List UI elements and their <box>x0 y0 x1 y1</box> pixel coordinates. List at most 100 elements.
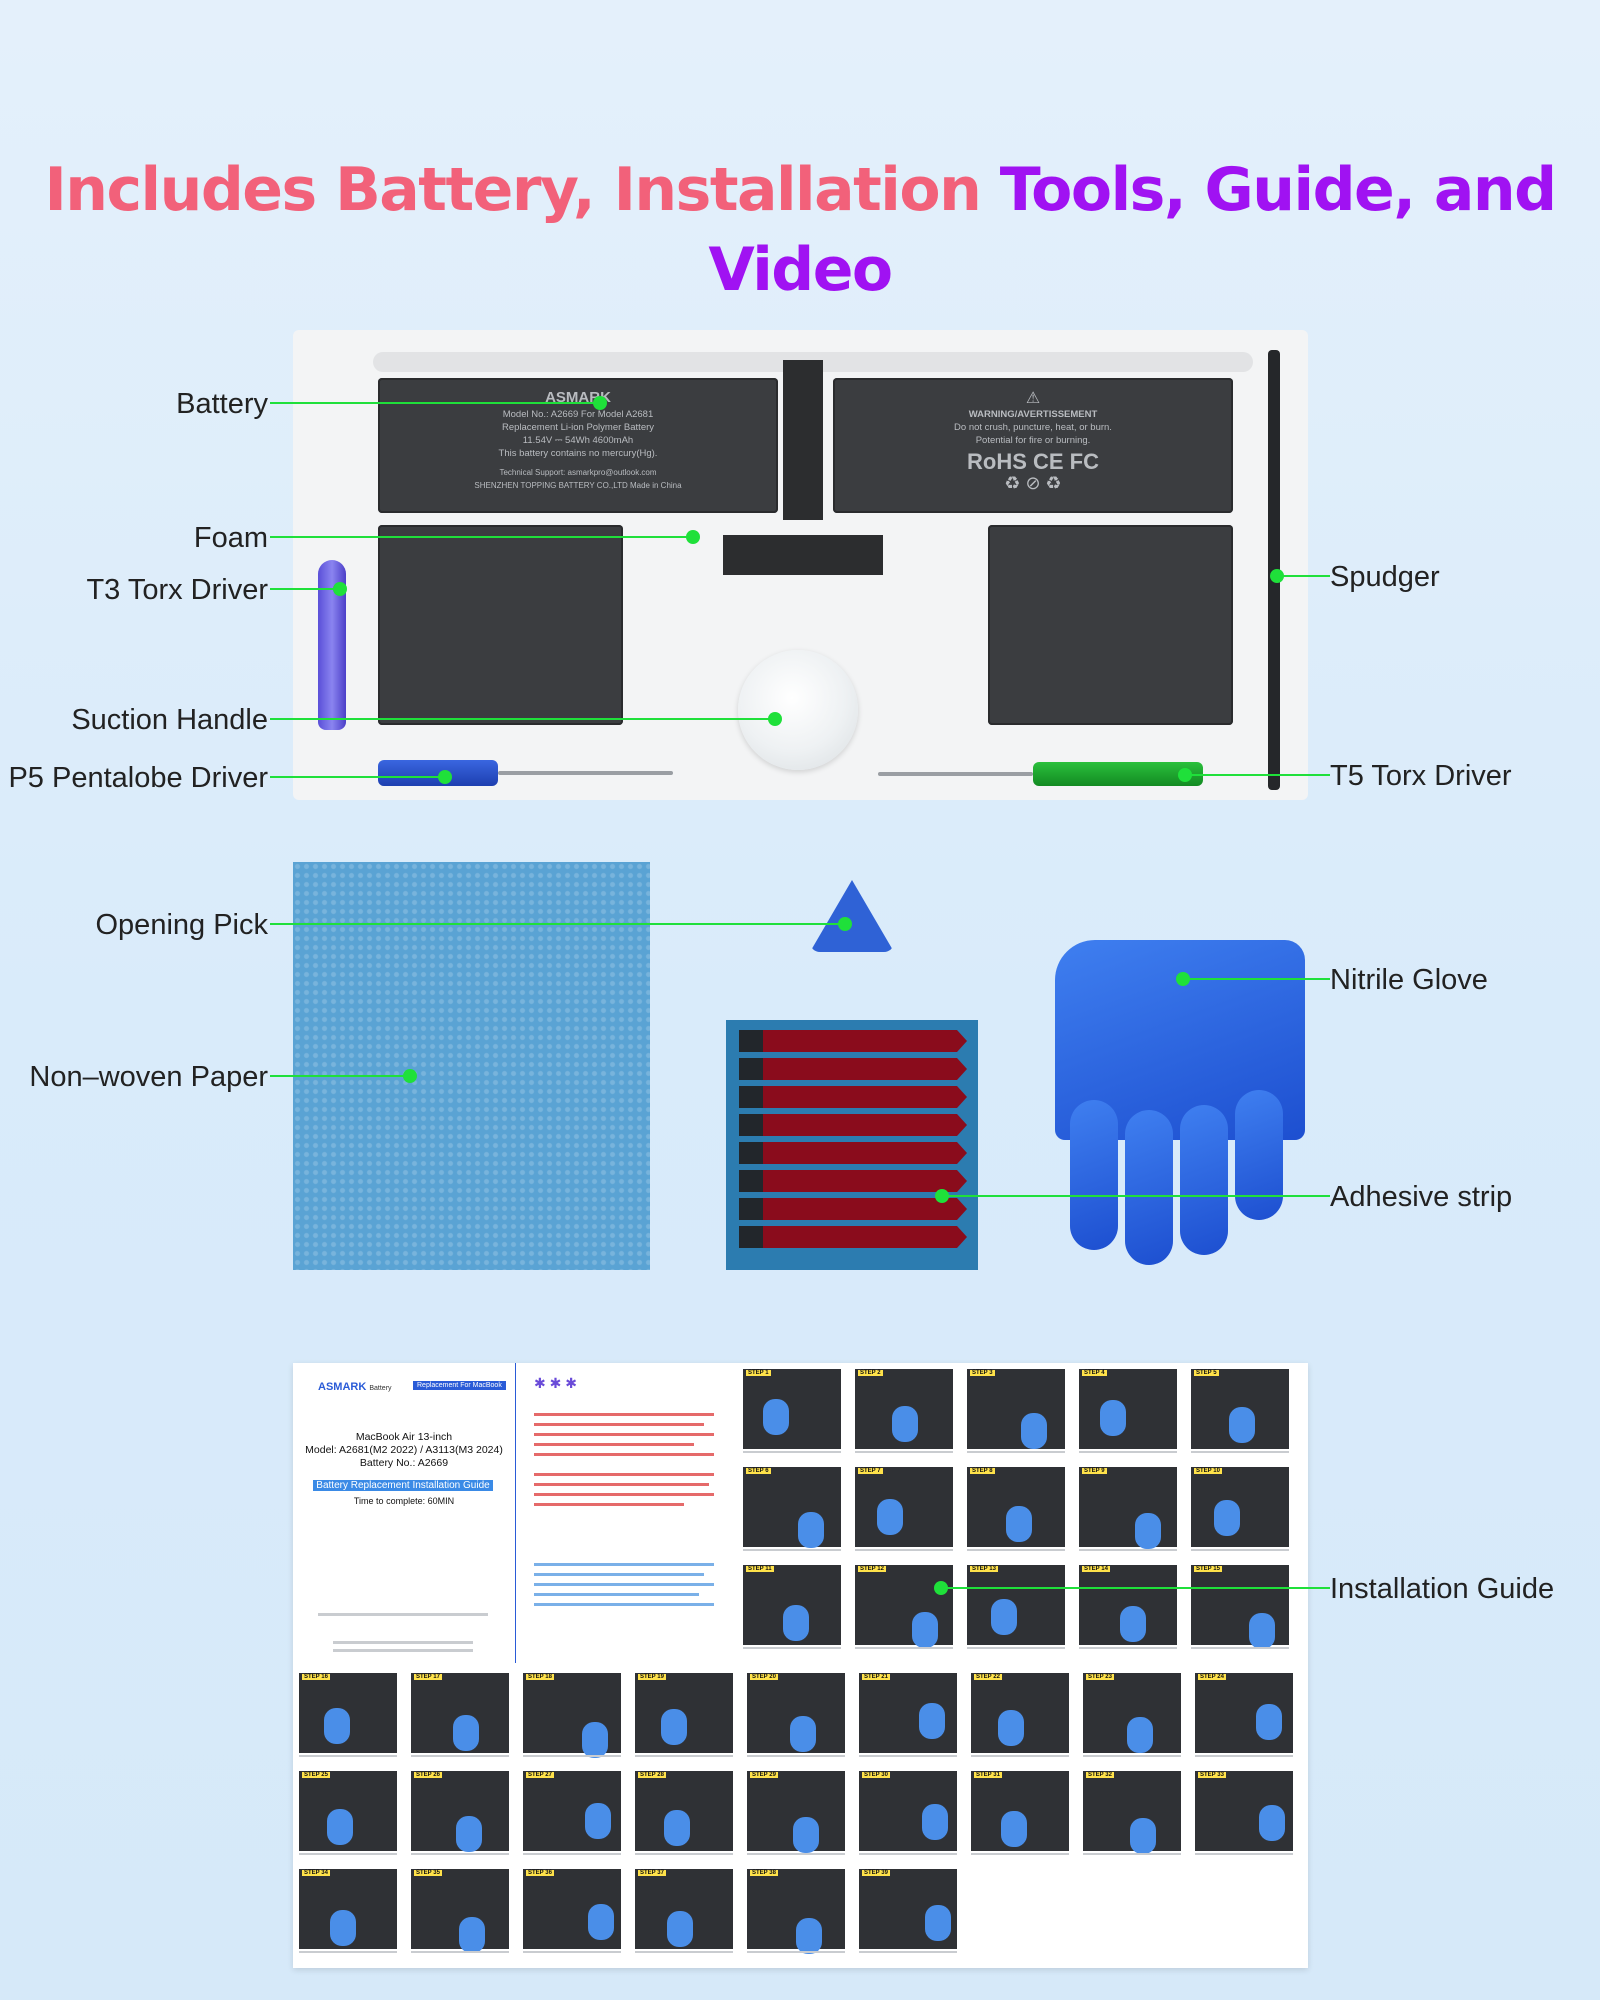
step-caption-line <box>1191 1451 1289 1453</box>
strip-tab <box>739 1226 763 1248</box>
guide-step-thumbnail: STEP 16 <box>299 1673 397 1757</box>
guide-step-thumbnail: STEP 21 <box>859 1673 957 1757</box>
strip-tip <box>957 1030 967 1052</box>
guide-text-line <box>333 1641 473 1644</box>
gloved-hand <box>585 1803 611 1839</box>
guide-step-thumbnail: STEP 23 <box>1083 1673 1181 1757</box>
adhesive-strip <box>739 1086 957 1108</box>
non-woven-paper <box>293 862 650 1270</box>
step-label: STEP 6 <box>746 1468 771 1474</box>
guide-step-thumbnail: STEP 27 <box>523 1771 621 1855</box>
guide-step-thumbnail: STEP 29 <box>747 1771 845 1855</box>
guide-step-thumbnail: STEP 26 <box>411 1771 509 1855</box>
step-caption-line <box>747 1951 845 1953</box>
leader-dot <box>934 1581 948 1595</box>
step-caption-line <box>967 1647 1065 1649</box>
guide-step-thumbnail: STEP 31 <box>971 1771 1069 1855</box>
step-caption-line <box>1083 1853 1181 1855</box>
guide-step-thumbnail: STEP 8 <box>967 1467 1065 1551</box>
step-label: STEP 1 <box>746 1370 771 1376</box>
guide-text-line <box>333 1649 473 1652</box>
gloved-hand <box>1259 1805 1285 1841</box>
glove-finger <box>1235 1090 1283 1220</box>
gloved-hand <box>453 1715 479 1751</box>
step-label: STEP 23 <box>1086 1674 1114 1680</box>
label-t5-torx-driver: T5 Torx Driver <box>1330 760 1512 792</box>
gloved-hand <box>1100 1400 1126 1436</box>
warning-text-2: Potential for fire or burning. <box>975 435 1091 446</box>
page-title: Includes Battery, Installation Tools, Gu… <box>0 150 1600 310</box>
guide-step-thumbnail: STEP 24 <box>1195 1673 1293 1757</box>
guide-step-thumbnail: STEP 11 <box>743 1565 841 1649</box>
gloved-hand <box>1135 1513 1161 1549</box>
leader-dot <box>1270 569 1284 583</box>
installation-guide-image: ASMARK Battery Replacement For MacBook M… <box>293 1363 1308 1968</box>
step-caption-line <box>855 1549 953 1551</box>
step-label: STEP 18 <box>526 1674 554 1680</box>
guide-step-thumbnail: STEP 17 <box>411 1673 509 1757</box>
adhesive-strip <box>739 1114 957 1136</box>
guide-step-thumbnail: STEP 2 <box>855 1369 953 1453</box>
step-caption-line <box>299 1853 397 1855</box>
step-label: STEP 37 <box>638 1870 666 1876</box>
step-caption-line <box>635 1755 733 1757</box>
step-label: STEP 7 <box>858 1468 883 1474</box>
title-part-2: Tools, Guide, and Video <box>708 155 1557 305</box>
step-caption-line <box>747 1853 845 1855</box>
step-caption-line <box>635 1853 733 1855</box>
step-label: STEP 32 <box>1086 1772 1114 1778</box>
step-caption-line <box>743 1549 841 1551</box>
step-label: STEP 10 <box>1194 1468 1222 1474</box>
step-caption-line <box>1079 1549 1177 1551</box>
glove-finger <box>1125 1110 1173 1265</box>
gloved-hand <box>783 1605 809 1641</box>
step-label: STEP 38 <box>750 1870 778 1876</box>
adhesive-strip-pack <box>726 1020 978 1270</box>
gloved-hand <box>588 1904 614 1940</box>
leader-dot <box>1176 972 1190 986</box>
recycle-icon: ♻ ⊘ ♻ <box>1004 473 1062 493</box>
guide-step-thumbnail: STEP 37 <box>635 1869 733 1953</box>
step-caption-line <box>635 1951 733 1953</box>
gloved-hand <box>327 1809 353 1845</box>
guide-note-line <box>534 1413 714 1416</box>
gloved-hand <box>1256 1704 1282 1740</box>
step-label: STEP 17 <box>414 1674 442 1680</box>
guide-step-thumbnail: STEP 38 <box>747 1869 845 1954</box>
label-spudger: Spudger <box>1330 561 1440 593</box>
gloved-hand <box>1001 1811 1027 1847</box>
step-label: STEP 22 <box>974 1674 1002 1680</box>
step-caption-line <box>971 1853 1069 1855</box>
guide-brand-name: ASMARK <box>318 1381 367 1393</box>
leader-dot <box>593 396 607 410</box>
battery-maker: SHENZHEN TOPPING BATTERY CO.,LTD Made in… <box>474 481 682 490</box>
step-caption-line <box>743 1451 841 1453</box>
step-label: STEP 8 <box>970 1468 995 1474</box>
label-foam: Foam <box>193 522 268 554</box>
suction-handle <box>738 650 858 770</box>
guide-note-line <box>534 1473 714 1476</box>
adhesive-strip <box>739 1226 957 1248</box>
battery-brand: ASMARK <box>545 389 611 406</box>
gloved-hand <box>1229 1407 1255 1443</box>
leader-t3 <box>270 588 340 590</box>
guide-note-line <box>534 1493 714 1496</box>
leader-dot <box>403 1069 417 1083</box>
guide-step-thumbnail: STEP 13 <box>967 1565 1065 1649</box>
label-t3-torx-driver: T3 Torx Driver <box>86 574 268 606</box>
step-label: STEP 13 <box>970 1566 998 1572</box>
leader-pick <box>270 923 845 925</box>
guide-note-line <box>534 1563 714 1566</box>
step-caption-line <box>523 1853 621 1855</box>
gloved-hand <box>459 1917 485 1953</box>
step-label: STEP 11 <box>746 1566 774 1572</box>
guide-tag: Replacement For MacBook <box>413 1381 506 1390</box>
step-caption-line <box>747 1755 845 1757</box>
guide-text-line <box>318 1613 488 1616</box>
step-label: STEP 29 <box>750 1772 778 1778</box>
guide-step-thumbnail: STEP 34 <box>299 1869 397 1953</box>
strip-tip <box>957 1170 967 1192</box>
guide-note-line <box>534 1603 714 1606</box>
strip-tip <box>957 1058 967 1080</box>
battery-label: ASMARK Model No.: A2669 For Model A2681 … <box>403 388 753 492</box>
